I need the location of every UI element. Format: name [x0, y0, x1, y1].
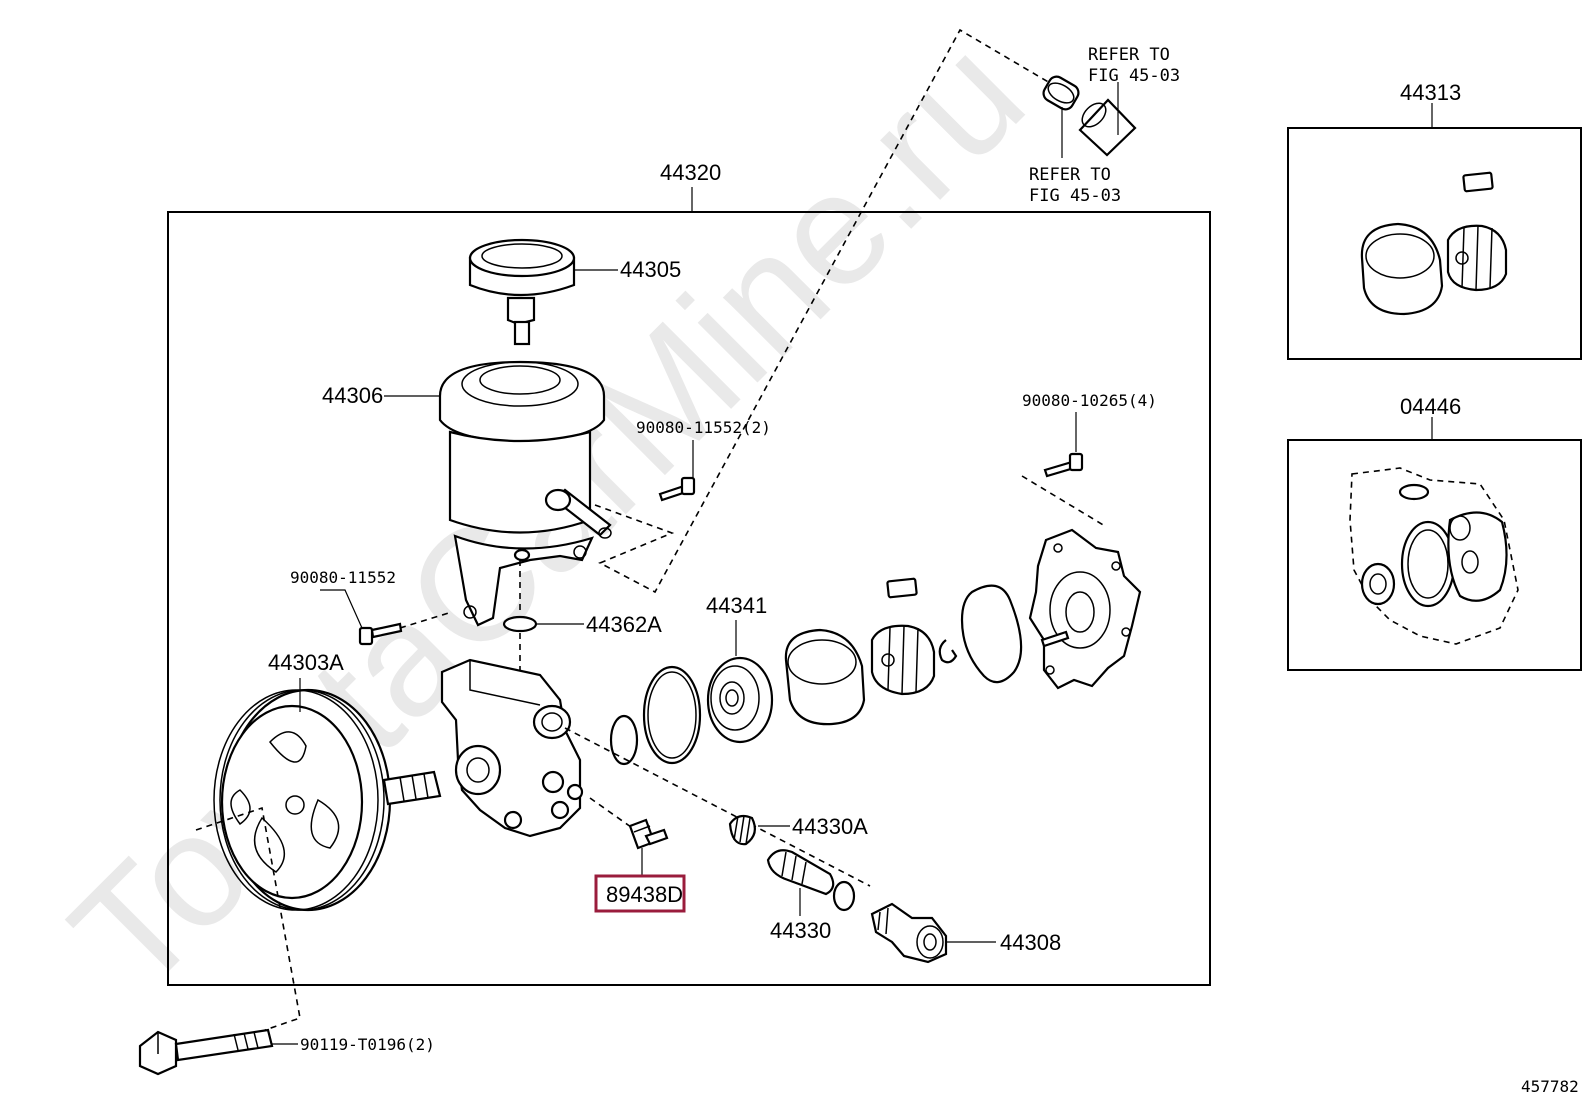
label-90080-11552-2[interactable]: 90080-11552(2)	[636, 418, 771, 437]
hose-route-dash	[594, 28, 1051, 594]
label-90119-T0196[interactable]: 90119-T0196(2)	[300, 1035, 435, 1054]
refer-bottom-line2[interactable]: FIG 45-03	[1029, 186, 1121, 206]
bolt-90080-11552-2[interactable]	[658, 476, 696, 502]
pulley-44303A[interactable]	[213, 688, 442, 912]
reservoir-cap-44305[interactable]	[468, 238, 576, 346]
inset-box-04446	[1287, 439, 1582, 671]
label-44305[interactable]: 44305	[620, 257, 681, 282]
label-44308[interactable]: 44308	[1000, 930, 1061, 955]
label-44306[interactable]: 44306	[322, 383, 383, 408]
hose-pipe[interactable]	[1078, 82, 1137, 157]
label-04446[interactable]: 04446	[1400, 394, 1461, 419]
label-44330[interactable]: 44330	[770, 918, 831, 943]
inset-44313-cam-ring[interactable]	[1360, 222, 1444, 316]
label-44330A[interactable]: 44330A	[792, 814, 868, 839]
o-ring-small[interactable]	[609, 714, 639, 766]
inset-box-44313	[1287, 127, 1582, 360]
refer-top-line1[interactable]: REFER TO	[1088, 45, 1170, 65]
refer-top-line2[interactable]: FIG 45-03	[1088, 66, 1180, 86]
label-90080-11552[interactable]: 90080-11552	[290, 568, 396, 587]
pulley-bolt-dash	[195, 806, 301, 1031]
inset-44313-vane[interactable]	[1462, 171, 1494, 193]
sensor-89438D[interactable]	[628, 818, 669, 850]
gasket[interactable]	[960, 584, 1023, 684]
bolt-90080-10265-4[interactable]	[1043, 452, 1084, 478]
label-44313[interactable]: 44313	[1400, 80, 1461, 105]
o-ring-44362A[interactable]	[502, 615, 538, 633]
valve-dash	[564, 727, 871, 887]
label-44320[interactable]: 44320	[660, 160, 721, 185]
spring-44330A[interactable]	[728, 814, 757, 846]
inset-44313-rotor[interactable]	[1446, 224, 1508, 292]
side-plate-44341[interactable]	[706, 656, 774, 744]
bolt-90080-11552[interactable]	[358, 622, 403, 646]
assembly-box-44320	[167, 211, 1211, 986]
o-ring-valve[interactable]	[832, 880, 856, 912]
rotor[interactable]	[870, 624, 936, 696]
reservoir-44306[interactable]	[438, 360, 612, 627]
hose-clamp[interactable]	[1041, 74, 1082, 158]
highlight-box-89438D	[594, 874, 686, 913]
rear-cover[interactable]	[1028, 528, 1142, 690]
pump-body[interactable]	[440, 658, 584, 838]
label-90080-10265-4[interactable]: 90080-10265(4)	[1022, 391, 1157, 410]
valve-44330[interactable]	[766, 849, 835, 896]
refer-bottom-line1[interactable]: REFER TO	[1029, 165, 1111, 185]
vane[interactable]	[886, 577, 918, 599]
label-89438D[interactable]: 89438D	[606, 882, 683, 907]
bolt-dash-right	[1021, 475, 1106, 527]
diagram-id: 457782	[1521, 1077, 1579, 1096]
o-ring-large[interactable]	[642, 665, 702, 765]
inset-04446-gasket-kit[interactable]	[1349, 467, 1519, 645]
union-44308[interactable]	[870, 902, 948, 964]
label-44303A[interactable]: 44303A	[268, 650, 344, 675]
cam-ring[interactable]	[784, 628, 866, 726]
snap-ring[interactable]	[938, 639, 958, 664]
label-44362A[interactable]: 44362A	[586, 612, 662, 637]
bolt-90119-T0196[interactable]	[138, 1028, 274, 1076]
bolt-dash-left	[399, 611, 453, 629]
label-44341[interactable]: 44341	[706, 593, 767, 618]
